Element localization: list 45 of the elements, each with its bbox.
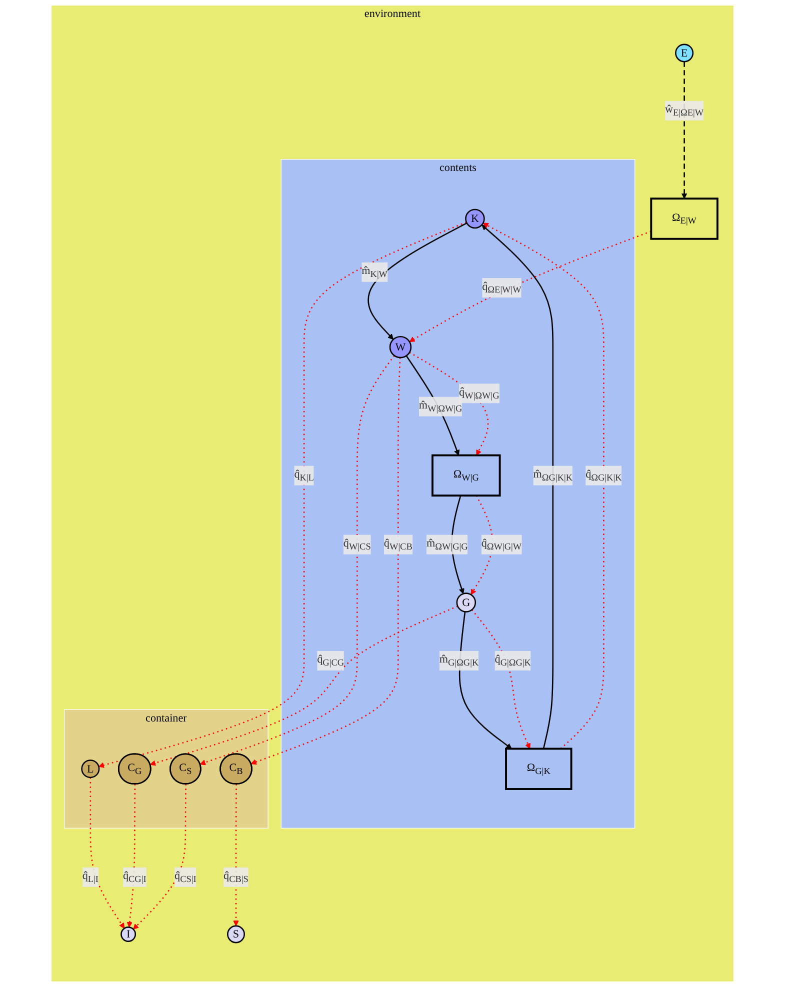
edge-label: m̂$_{ΩW|G|G}$ (426, 536, 468, 552)
edge-label: q̂$_{G|CG}$ (317, 652, 344, 668)
arrow (233, 784, 239, 926)
node-circle: I (120, 926, 136, 942)
edge-label: m̂$_{W|ΩW|G}$ (418, 398, 462, 414)
node-box: Ω$_{E|W}$ (650, 198, 718, 240)
node-circle: G (456, 592, 476, 612)
node-circle: W (389, 336, 412, 358)
edge-label: m̂$_{ΩG|K|K}$ (533, 468, 573, 483)
arrow (250, 358, 401, 765)
arrow (409, 230, 652, 342)
arrow (409, 352, 489, 456)
arrow (482, 222, 604, 750)
node-circle: L (81, 760, 100, 778)
arrow (133, 784, 186, 930)
node-circle: S (227, 925, 245, 944)
edge-label: q̂$_{W|CS}$ (343, 536, 371, 552)
arrow (90, 777, 125, 929)
edge-label: q̂$_{ΩE|W|W}$ (482, 280, 522, 296)
edge-label: q̂$_{ΩW|G|W}$ (481, 536, 522, 552)
arrow (368, 222, 468, 340)
arrow (98, 222, 467, 768)
edge-label: q̂$_{W|CB}$ (384, 536, 412, 552)
arrow (482, 224, 554, 749)
arrow (471, 609, 530, 749)
edge-label: m̂$_{K|W}$ (362, 264, 388, 280)
edge-label: q̂$_{ΩG|K|K}$ (586, 468, 622, 483)
node-box: Ω$_{W|G}$ (432, 454, 501, 497)
arrow (150, 606, 458, 766)
edge-label: q̂$_{W|ΩW|G}$ (459, 386, 500, 401)
node-circle: K (465, 208, 485, 229)
arrow (458, 612, 512, 749)
edge-label: q̂$_{G|ΩG|K}$ (494, 652, 531, 668)
edge-label: q̂$_{CB|S}$ (224, 869, 248, 885)
edge-label: ŵ$_{E|ΩE|W}$ (664, 102, 704, 118)
node-circle: E (675, 44, 694, 62)
arrow (200, 355, 395, 766)
edge-label: q̂$_{L|I}$ (82, 869, 98, 885)
edge-label: q̂$_{CG|I}$ (122, 869, 146, 885)
arrow (681, 62, 688, 199)
arrow (126, 784, 136, 928)
edge-label: q̂$_{K|L}$ (294, 468, 314, 483)
edge-label: q̂$_{CS|I}$ (174, 869, 196, 885)
edge-label: m̂$_{G|ΩG|K}$ (439, 652, 479, 668)
node-box: Ω$_{G|K}$ (505, 748, 572, 790)
